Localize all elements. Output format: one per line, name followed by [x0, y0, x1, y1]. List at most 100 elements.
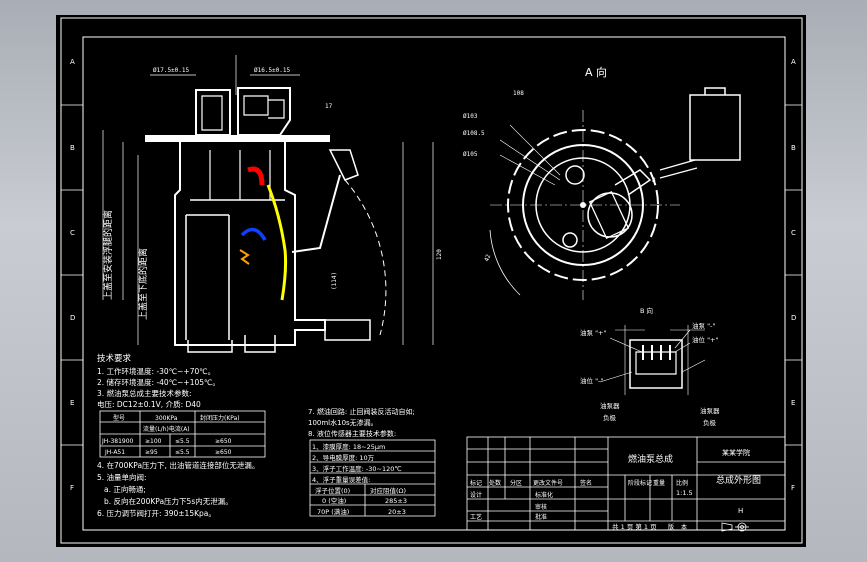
sensor-table [309, 439, 436, 517]
zone-letter-f-right: F [791, 484, 795, 492]
tb-label-version: 本 [681, 523, 687, 531]
tech-line-9: 6. 压力调节阀打开: 390±15Kpa。 [97, 508, 216, 518]
sensor-param-1: 1、漆膜厚度: 18~25μm [312, 442, 385, 451]
tech-table-header-closed: 封闭压力(KPa) [200, 414, 240, 422]
dim-diameter-1: Ø17.5±0.15 [153, 67, 190, 74]
dim-120: 120 [436, 249, 443, 260]
school-name: 某某学院 [722, 448, 750, 457]
dim-17: 17 [325, 103, 333, 110]
title-block [466, 436, 786, 531]
tech-table [99, 410, 266, 458]
sensor-param-3: 3、浮子工作温度: -30~120℃ [312, 464, 402, 473]
sensor-line-1: 7. 燃油回路: 止回阀装反活动自如; [308, 407, 415, 416]
label-cover-to-bottom: 上盖至下底的距离 [137, 248, 149, 320]
label-pump-minus: 油泵 "-" [692, 321, 715, 330]
label-level-minus: 油位 "-" [580, 376, 603, 385]
tech-table-row2-flow: ≥95 [145, 449, 158, 456]
tb-label-standard: 标准化 [535, 491, 553, 499]
tb-label-sign: 签名 [580, 479, 592, 487]
projection-symbol-icon [721, 522, 749, 532]
zone-letter-b: B [70, 144, 75, 152]
dim-d105: Ø105 [463, 151, 478, 158]
zone-letter-f: F [70, 484, 74, 492]
label-level-plus: 油位 "+" [692, 335, 719, 344]
scale-value: 1:1.5 [676, 489, 693, 497]
hose-clip-red [247, 166, 265, 186]
connector-b-view [599, 325, 706, 395]
label-pump-device-right: 油泵器 [700, 406, 720, 415]
tb-label-weight: 重量 [653, 479, 665, 487]
tb-label-scale: 比例 [676, 479, 688, 487]
wire-blue [240, 227, 267, 241]
center-mark [580, 202, 586, 208]
tech-line-3: 3. 燃油泵总成主要技术参数: [97, 388, 192, 398]
dim-42: 42 [483, 253, 492, 263]
tb-label-edition: 版 [668, 523, 674, 531]
tb-label-mark: 标记 [470, 479, 482, 487]
tb-label-design: 设计 [470, 491, 482, 499]
tech-line-8: b. 反向在200KPa压力下5s内无泄漏。 [104, 496, 233, 506]
tech-table-row1-closed: ≥650 [215, 438, 232, 445]
tb-label-zone: 分区 [510, 479, 522, 487]
dim-d108-5: Ø108.5 [463, 130, 485, 137]
zone-letter-c: C [70, 229, 75, 237]
sensor-row1-res: 285±3 [385, 497, 407, 505]
sheet-info: 共 1 页 第 1 页 [612, 522, 657, 531]
zone-letter-e: E [70, 399, 74, 407]
tech-table-header-pressure: 300KPa [155, 415, 178, 422]
tech-line-6: 5. 油量单向阀: [97, 472, 147, 482]
zone-letter-c-right: C [791, 229, 796, 237]
tech-table-row2-closed: ≥650 [215, 449, 232, 456]
tech-table-row2-model: JH-A51 [104, 449, 125, 456]
tech-line-7: a. 正向畅通; [104, 484, 146, 494]
zone-letter-a: A [70, 58, 75, 66]
tb-label-change-doc: 更改文件号 [533, 479, 563, 487]
label-negative-right: 负极 [703, 418, 717, 427]
connector-orange [239, 249, 250, 265]
connector-top-label: B 向 [640, 306, 653, 315]
dim-108: 108 [513, 90, 524, 97]
label-negative-left: 负极 [603, 413, 617, 422]
tb-label-approve: 批准 [535, 513, 547, 521]
sensor-line-3: 8. 液位传感器主要技术参数: [308, 429, 396, 438]
tech-table-row1-flow: ≥100 [145, 438, 162, 445]
outer-frame [60, 17, 803, 544]
dim-114: (114) [331, 272, 338, 290]
sensor-row2-pos: 70P (满油) [317, 507, 349, 516]
zone-letter-a-right: A [791, 58, 796, 66]
tech-line-4: 电压: DC12±0.1V, 介质: D40 [97, 399, 201, 409]
left-dimensions [102, 55, 434, 345]
top-view-a [489, 87, 741, 300]
sensor-param-2: 2、导电膜厚度: 10万 [312, 453, 375, 462]
inner-frame [82, 36, 786, 531]
tech-table-row1-current: ≤5.5 [175, 438, 190, 445]
tech-line-1: 1. 工作环境温度: -30℃~+70℃。 [97, 366, 215, 376]
drawing-sheet [56, 15, 806, 547]
section-b-mark: B [652, 177, 656, 184]
zone-letter-d: D [70, 314, 75, 322]
view-a-title: A 向 [585, 65, 607, 79]
label-pump-device-left: 油泵器 [600, 401, 620, 410]
tech-table-row1-model: JH-381900 [101, 438, 134, 445]
dim-diameter-2: Ø16.5±0.15 [254, 67, 291, 74]
tech-table-subheader: 流量(L/h)电流(A) [143, 425, 190, 433]
tech-title: 技术要求 [97, 353, 132, 364]
tb-label-review: 审核 [535, 503, 547, 511]
tech-table-row2-current: ≤5.5 [175, 449, 190, 456]
dim-d103: Ø103 [463, 113, 478, 120]
sensor-param-4: 4、浮子重量误差值: [312, 475, 370, 484]
zone-letter-e-right: E [791, 399, 795, 407]
sensor-row1-pos: 0 (空油) [322, 496, 346, 505]
zone-letter-b-right: B [791, 144, 796, 152]
sensor-table-header-pos: 浮子位置(0) [315, 486, 350, 495]
pump-assembly-view [145, 87, 387, 353]
tech-line-2: 2. 储存环境温度: -40℃~+105℃。 [97, 377, 220, 387]
sensor-line-2: 100ml水10s无渗漏。 [308, 418, 378, 427]
drawing-number: H [738, 507, 743, 515]
drawing-name: 总成外形图 [716, 474, 761, 486]
label-pump-plus: 油泵 "+" [580, 328, 607, 337]
sensor-table-header-res: 对应阻值(Ω) [370, 486, 406, 495]
label-cover-to-float: 上盖至安装浮腿的距离 [102, 210, 114, 300]
tb-label-process: 工艺 [470, 513, 482, 521]
